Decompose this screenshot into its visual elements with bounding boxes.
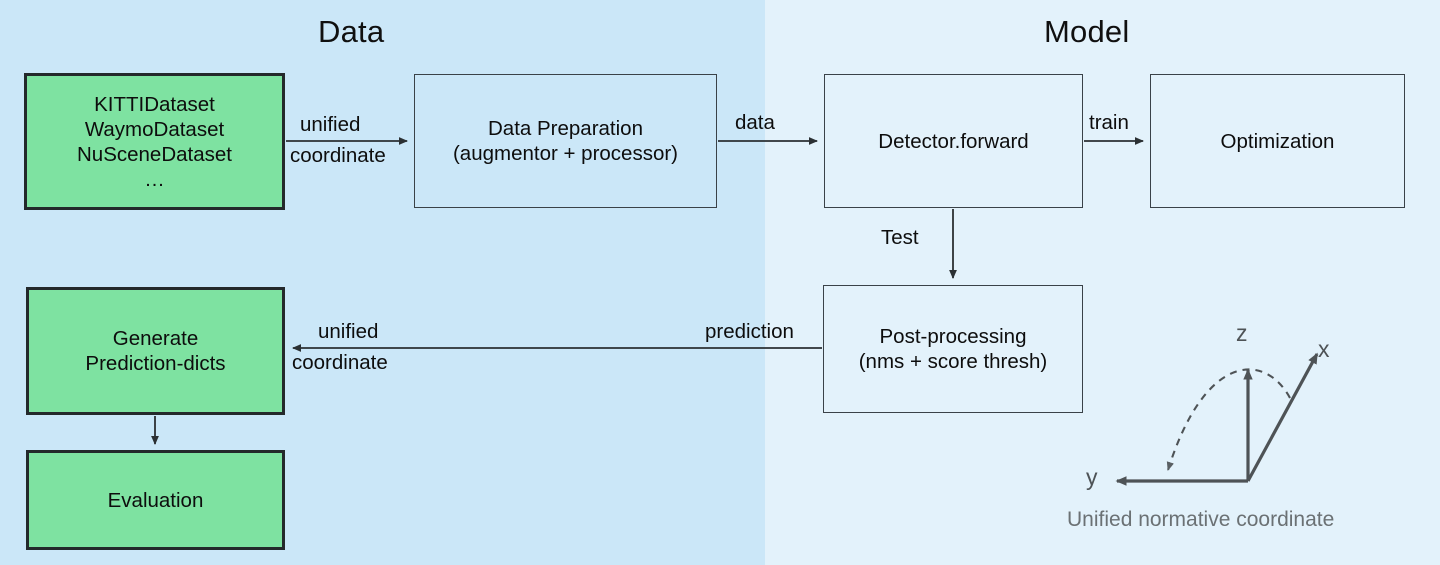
node-post-processing-line-1: Post-processing [879, 325, 1027, 348]
edge-label-unified-bottom: unified [318, 320, 379, 343]
node-generate-line-1: Generate [112, 327, 199, 350]
node-data-preparation-line-1: Data Preparation [488, 117, 643, 140]
node-datasets[interactable]: KITTIDataset WaymoDataset NuSceneDataset… [24, 73, 285, 210]
coordinate-widget-caption: Unified normative coordinate [1067, 508, 1335, 531]
node-post-processing-line-2: (nms + score thresh) [858, 350, 1048, 373]
node-evaluation-line-1: Evaluation [107, 488, 204, 512]
node-evaluation[interactable]: Evaluation [26, 450, 285, 550]
panel-model [765, 0, 1440, 565]
node-data-preparation-line-2: (augmentor + processor) [452, 142, 679, 165]
panel-title-data: Data [318, 14, 385, 49]
node-generate-prediction-dicts[interactable]: Generate Prediction-dicts [26, 287, 285, 415]
edge-label-unified-top: unified [300, 113, 361, 136]
edge-label-coordinate-bottom: coordinate [292, 351, 388, 374]
edge-label-train: train [1089, 111, 1129, 134]
node-post-processing[interactable]: Post-processing (nms + score thresh) [823, 285, 1083, 413]
node-optimization[interactable]: Optimization [1150, 74, 1405, 208]
axis-label-y: y [1086, 464, 1098, 490]
node-datasets-line-2: WaymoDataset [84, 117, 225, 141]
edge-label-test: Test [881, 226, 919, 249]
panel-title-model: Model [1044, 14, 1130, 49]
node-optimization-line-1: Optimization [1220, 129, 1335, 153]
node-detector-forward[interactable]: Detector.forward [824, 74, 1083, 208]
axis-label-z: z [1236, 320, 1248, 346]
edge-label-data: data [735, 111, 775, 134]
node-datasets-line-1: KITTIDataset [94, 92, 215, 116]
edge-label-coordinate-top: coordinate [290, 144, 386, 167]
node-datasets-line-3: NuSceneDataset [77, 142, 232, 166]
axis-label-x: x [1318, 336, 1330, 362]
node-detector-forward-line-1: Detector.forward [878, 129, 1029, 153]
node-data-preparation[interactable]: Data Preparation (augmentor + processor) [414, 74, 717, 208]
edge-label-prediction: prediction [705, 320, 794, 343]
node-datasets-line-4: … [144, 167, 165, 191]
node-generate-line-2: Prediction-dicts [85, 352, 226, 375]
